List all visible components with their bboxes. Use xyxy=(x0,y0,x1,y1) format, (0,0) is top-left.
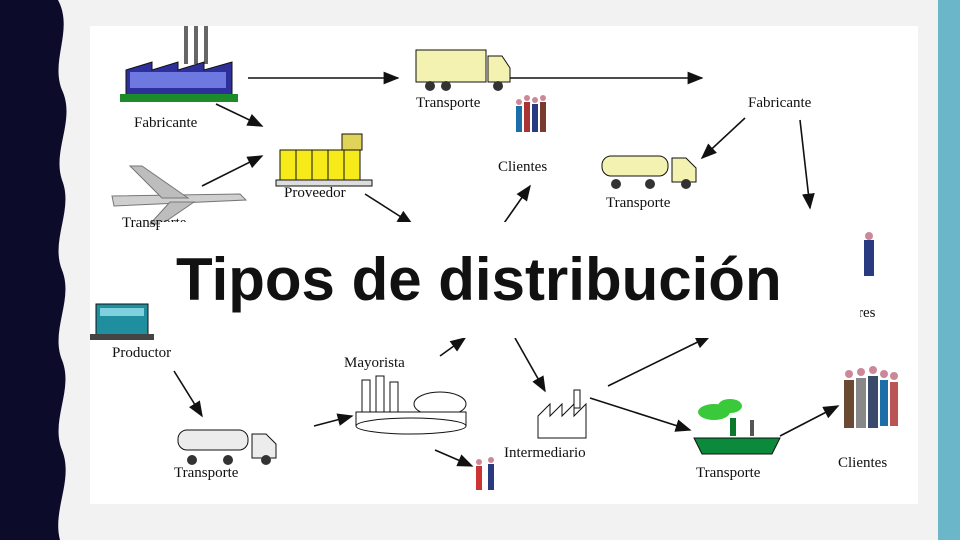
title-banner: Tipos de distribución xyxy=(160,222,860,338)
left-decorative-edge xyxy=(0,0,80,540)
slide-title: Tipos de distribución xyxy=(160,250,782,310)
right-accent-bar xyxy=(938,0,960,540)
tanker-truck-bottom-icon xyxy=(178,430,276,465)
